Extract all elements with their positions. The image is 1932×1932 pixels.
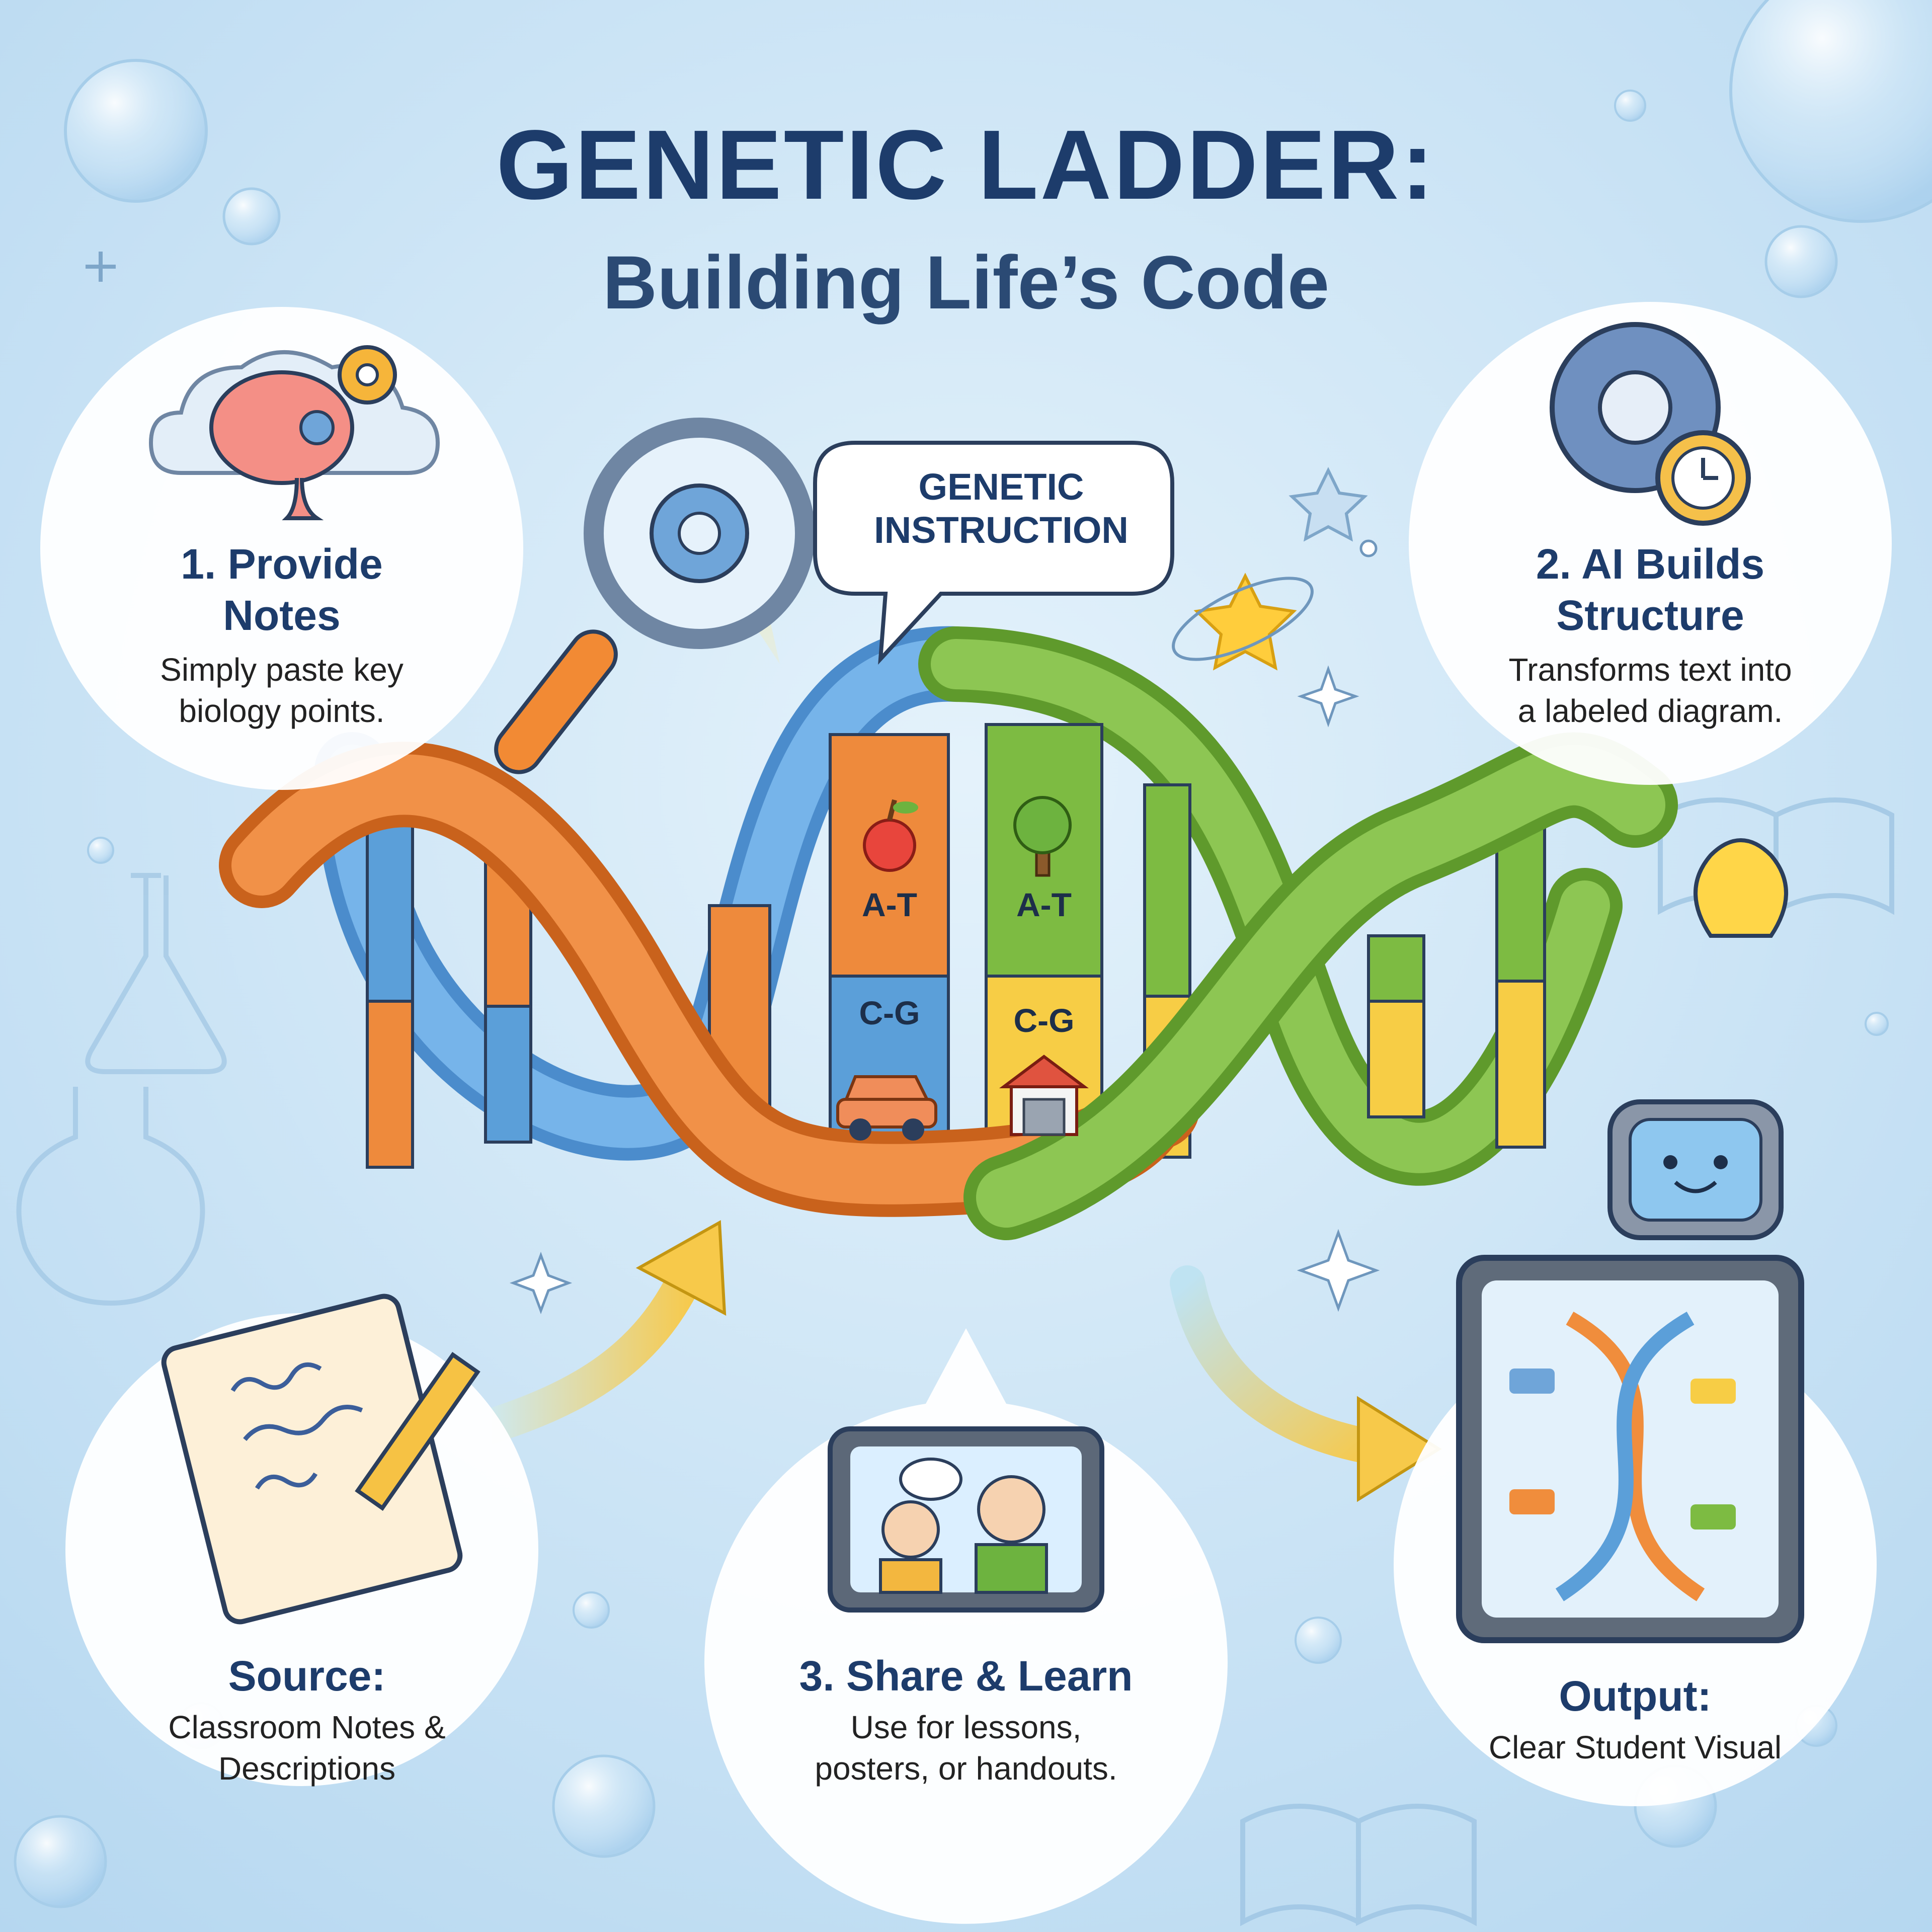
step-provide-notes: 1. Provide Notes Simply paste key biolog… <box>91 538 473 732</box>
step-circle-ai-builds <box>1409 302 1892 785</box>
step-description: Descriptions <box>218 1750 396 1787</box>
base-pair-label: C-G <box>1013 1002 1075 1039</box>
flask-doodle-icon <box>85 873 227 1074</box>
step-heading: Notes <box>223 592 341 639</box>
step-description: a labeled diagram. <box>1517 693 1783 729</box>
magnifier-gear-icon <box>494 418 815 774</box>
garage-icon <box>999 1055 1089 1136</box>
step-source: Source: Classroom Notes & Descriptions <box>111 1650 503 1789</box>
speech-bubble-label: GENETIC INSTRUCTION <box>830 465 1172 552</box>
genetic-instruction-bubble <box>813 441 1174 665</box>
arrow-helix-to-output <box>1170 1265 1401 1467</box>
robot-tablet-icon <box>1456 838 1804 1643</box>
step-heading: 3. Share & Learn <box>799 1652 1133 1700</box>
step-heading: Output: <box>1559 1672 1712 1720</box>
step-output: Output: Clear Student Visual <box>1434 1670 1836 1768</box>
page-title: GENETIC LADDER: <box>496 110 1436 220</box>
step-heading: 2. AI Builds <box>1536 540 1765 588</box>
brain-cloud-gear-icon <box>148 345 440 520</box>
step-description: Use for lessons, <box>850 1709 1082 1745</box>
step-description: biology points. <box>179 693 385 729</box>
round-flask-doodle-icon <box>16 1087 205 1306</box>
arrow-source-to-helix-head <box>635 1220 727 1316</box>
step-description: Transforms text into <box>1508 652 1792 688</box>
step-description: Clear Student Visual <box>1488 1729 1782 1765</box>
car-icon <box>836 1075 937 1141</box>
notebook-pencil-icon <box>161 1294 480 1625</box>
sparkle-icons <box>86 252 1380 1315</box>
star-icon <box>1172 467 1368 671</box>
gear-clock-icon <box>1550 322 1751 526</box>
base-pair-label: A-T <box>862 886 917 923</box>
tree-icon <box>1013 796 1072 877</box>
step-circle-share-learn <box>704 1328 1228 1924</box>
tablet-video-call-icon <box>828 1426 1104 1613</box>
step-share-learn: 3. Share & Learn Use for lessons, poster… <box>745 1650 1187 1789</box>
apple-icon <box>863 799 918 872</box>
step-heading: 1. Provide <box>181 540 383 588</box>
step-heading: Source: <box>228 1652 386 1700</box>
step-description: Classroom Notes & <box>168 1709 446 1745</box>
step-heading: Structure <box>1556 592 1744 639</box>
speech-bubble-line2: INSTRUCTION <box>874 509 1129 551</box>
page-subtitle: Building Life’s Code <box>602 240 1330 325</box>
speech-bubble-line1: GENETIC <box>918 466 1084 508</box>
step-ai-builds: 2. AI Builds Structure Transforms text i… <box>1454 538 1846 732</box>
base-pair-label: A-T <box>1016 886 1072 923</box>
step-description: Simply paste key <box>160 652 404 688</box>
dna-helix <box>219 626 1678 1240</box>
arrow-source-to-helix <box>465 1240 712 1446</box>
base-pair-label: C-G <box>859 994 920 1031</box>
book-doodle-bottom-icon <box>1240 1804 1477 1926</box>
step-description: posters, or handouts. <box>815 1750 1117 1787</box>
arrow-helix-to-output-head <box>1357 1396 1442 1502</box>
